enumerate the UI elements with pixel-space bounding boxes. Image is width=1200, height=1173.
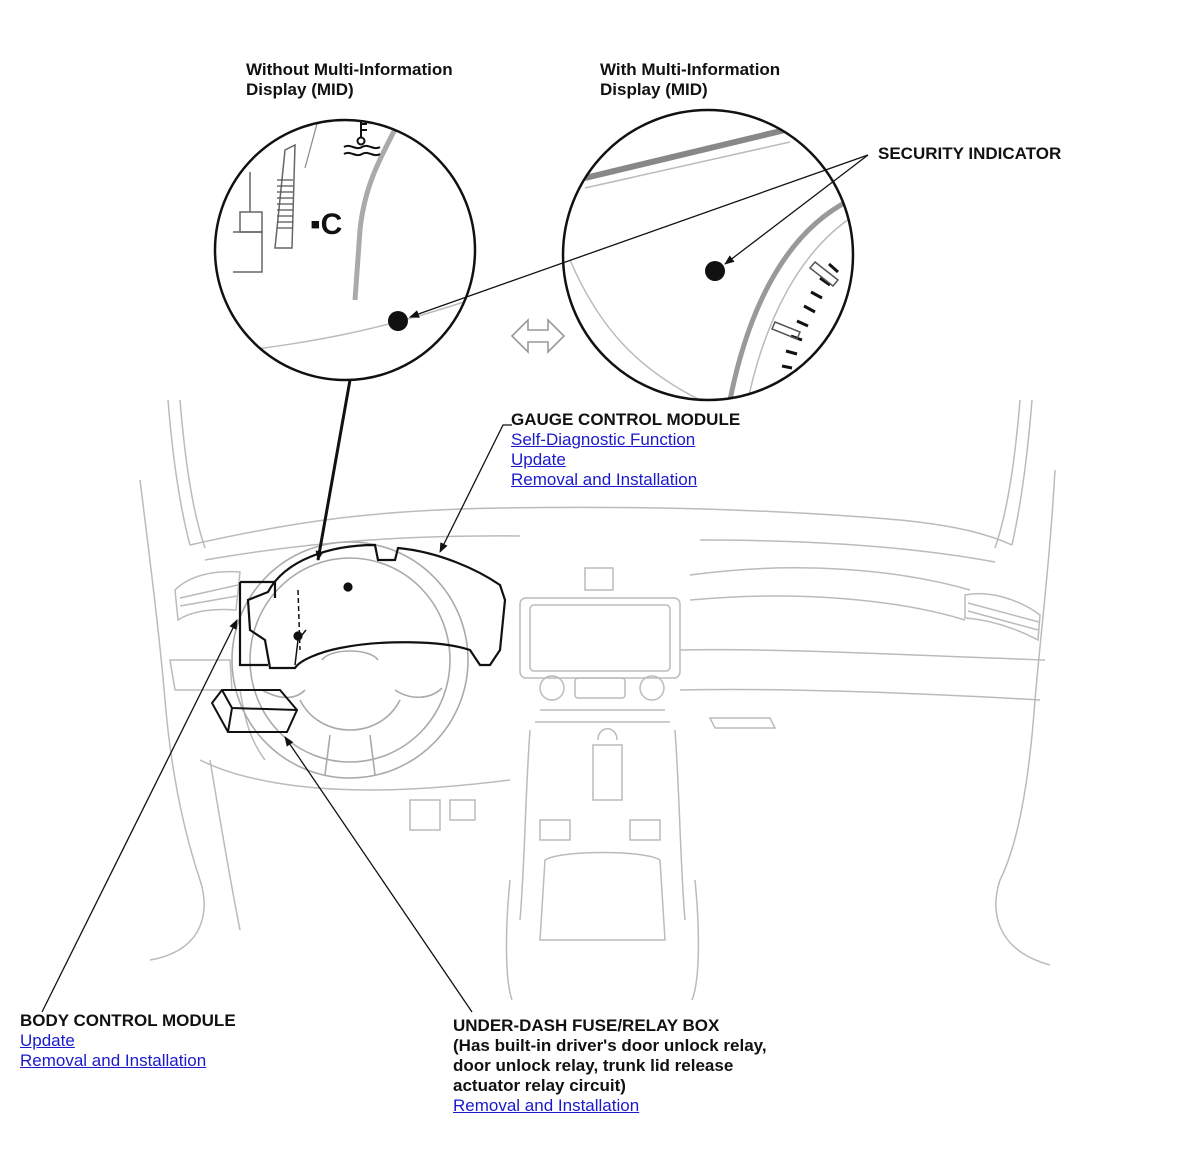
- gauge-self-diagnostic-link[interactable]: Self-Diagnostic Function: [511, 430, 696, 449]
- body-removal-installation-link[interactable]: Removal and Installation: [20, 1051, 207, 1070]
- gauge-cluster: [238, 543, 507, 670]
- body-update-link[interactable]: Update: [20, 1031, 75, 1050]
- without-mid-line2: Display (MID): [246, 80, 354, 99]
- security-indicator-dot-right: [705, 261, 725, 281]
- steering-wheel: [231, 541, 469, 779]
- security-indicator-dot-left: [388, 311, 408, 331]
- body-control-module-title: BODY CONTROL MODULE: [20, 1011, 236, 1030]
- magnifier-without-mid: ▪C: [213, 118, 477, 382]
- with-mid-line2: Display (MID): [600, 80, 708, 99]
- magnifier-with-mid: [561, 108, 855, 402]
- leader-lines: [41, 154, 869, 1013]
- under-dash-fuse-box-title: UNDER-DASH FUSE/RELAY BOX: [453, 1016, 720, 1035]
- with-mid-label: With Multi-Information Display (MID): [600, 60, 780, 100]
- without-mid-label: Without Multi-Information Display (MID): [246, 60, 453, 100]
- under-dash-fuse-box: [210, 689, 299, 733]
- under-dash-removal-installation-link[interactable]: Removal and Installation: [453, 1096, 640, 1115]
- security-indicator-label: SECURITY INDICATOR: [878, 144, 1062, 163]
- under-dash-fuse-box-block: UNDER-DASH FUSE/RELAY BOX (Has built-in …: [453, 1016, 767, 1116]
- dashboard-outline: [139, 399, 1056, 1001]
- with-mid-line1: With Multi-Information: [600, 60, 781, 79]
- under-dash-desc-line2: door unlock relay, trunk lid release: [453, 1056, 734, 1075]
- gauge-control-module-block: GAUGE CONTROL MODULE Self-Diagnostic Fun…: [511, 410, 740, 490]
- body-control-module-block: BODY CONTROL MODULE Update Removal and I…: [20, 1011, 236, 1071]
- gauge-update-link[interactable]: Update: [511, 450, 566, 469]
- under-dash-desc-line3: actuator relay circuit): [453, 1076, 626, 1095]
- gauge-removal-installation-link[interactable]: Removal and Installation: [511, 470, 698, 489]
- temp-unit-label: ▪C: [310, 208, 342, 241]
- under-dash-desc-line1: (Has built-in driver's door unlock relay…: [453, 1036, 767, 1055]
- gauge-control-module-title: GAUGE CONTROL MODULE: [511, 410, 741, 429]
- without-mid-line1: Without Multi-Information: [246, 60, 453, 79]
- double-arrow-icon: [510, 318, 566, 354]
